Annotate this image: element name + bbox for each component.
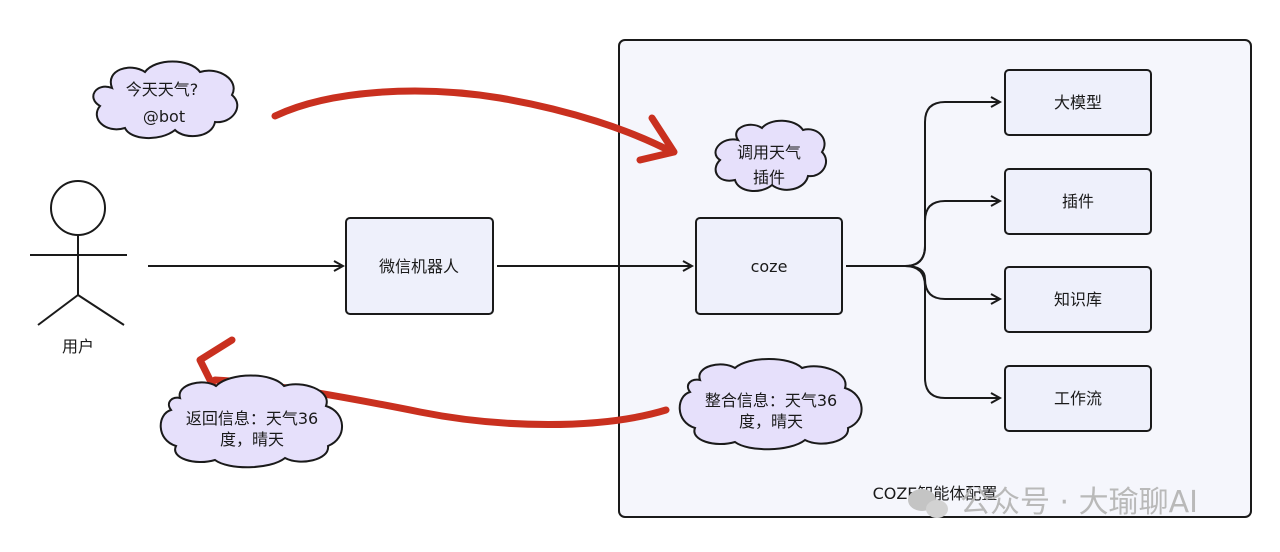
tool-label-plugin: 插件	[1062, 192, 1094, 211]
tool-label-knowledge: 知识库	[1054, 290, 1102, 309]
cloud-call-plugin: 调用天气 插件	[714, 119, 827, 192]
cloud-integrate-info-line2: 度，晴天	[739, 412, 803, 431]
wechat-bot-node	[345, 217, 494, 315]
wechat-bot-label: 微信机器人	[379, 257, 459, 276]
tool-label-workflow: 工作流	[1054, 389, 1102, 408]
cloud-integrate-info: 整合信息：天气36 度，晴天	[678, 358, 863, 451]
red-arrow-request	[271, 87, 678, 164]
coze-node	[695, 217, 843, 315]
tool-node-knowledge	[1004, 266, 1152, 333]
user-stick-figure-icon	[30, 180, 127, 326]
cloud-call-plugin-line1: 调用天气	[737, 143, 801, 162]
cloud-return-info-line2: 度，晴天	[220, 430, 284, 449]
cloud-return-info: 返回信息：天气36 度，晴天	[159, 374, 343, 469]
tool-node-plugin	[1004, 168, 1152, 235]
cloud-question-line1: 今天天气?	[126, 80, 199, 99]
tool-node-llm	[1004, 69, 1152, 136]
cloud-call-plugin-line2: 插件	[753, 168, 785, 187]
wechat-logo-icon	[908, 489, 948, 518]
coze-label: coze	[751, 257, 788, 276]
cloud-integrate-info-line1: 整合信息：天气36	[705, 391, 837, 410]
user-label: 用户	[62, 337, 94, 356]
cloud-question-line2: @bot	[143, 107, 185, 126]
coze-config-panel-label: COZE智能体配置	[873, 484, 998, 503]
tool-label-llm: 大模型	[1054, 93, 1102, 112]
arrow-coze-to-workflow	[904, 265, 1000, 398]
watermark-text: 公众号 · 大瑜聊AI	[960, 485, 1198, 520]
cloud-return-info-line1: 返回信息：天气36	[186, 409, 318, 428]
cloud-question: 今天天气? @bot	[92, 60, 239, 139]
tool-node-workflow	[1004, 365, 1152, 432]
arrow-coze-to-plugin	[904, 201, 1000, 267]
